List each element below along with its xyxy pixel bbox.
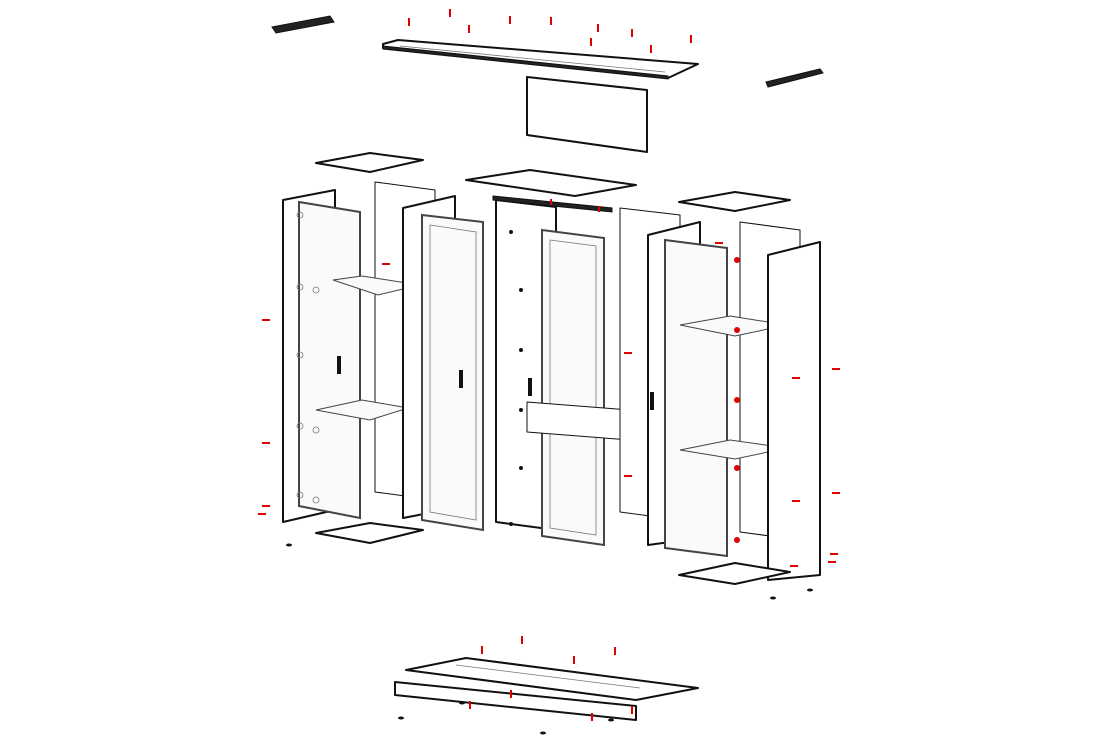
top-shelf-right [678, 191, 791, 212]
bottom-shelf-right [678, 562, 791, 585]
right-door [664, 238, 728, 558]
feet [286, 543, 813, 735]
center-rail [492, 195, 613, 213]
door-handle [650, 392, 654, 410]
left-door-2 [421, 213, 484, 532]
top-shelf-middle [465, 169, 637, 197]
crown-side-left [271, 15, 335, 34]
center-door [541, 228, 605, 547]
left-cabinet [282, 181, 484, 544]
door-handle [459, 370, 463, 388]
crown-group [271, 15, 824, 153]
fastener-markers [258, 9, 840, 721]
plinth-group [394, 657, 699, 721]
plinth-base [405, 657, 699, 701]
right-outer-side-panel [767, 241, 821, 581]
door-handle [337, 356, 341, 374]
door-handle [528, 378, 532, 396]
plinth-kickboard [394, 681, 637, 721]
left-door [298, 200, 361, 520]
hinges [296, 211, 320, 504]
crown-front-strip [382, 45, 669, 80]
bottom-shelf-left [315, 522, 424, 544]
top-shelf-left [315, 152, 424, 173]
crown-side-right [765, 68, 824, 88]
right-cabinet [619, 207, 821, 585]
top-back-panel [526, 76, 648, 153]
